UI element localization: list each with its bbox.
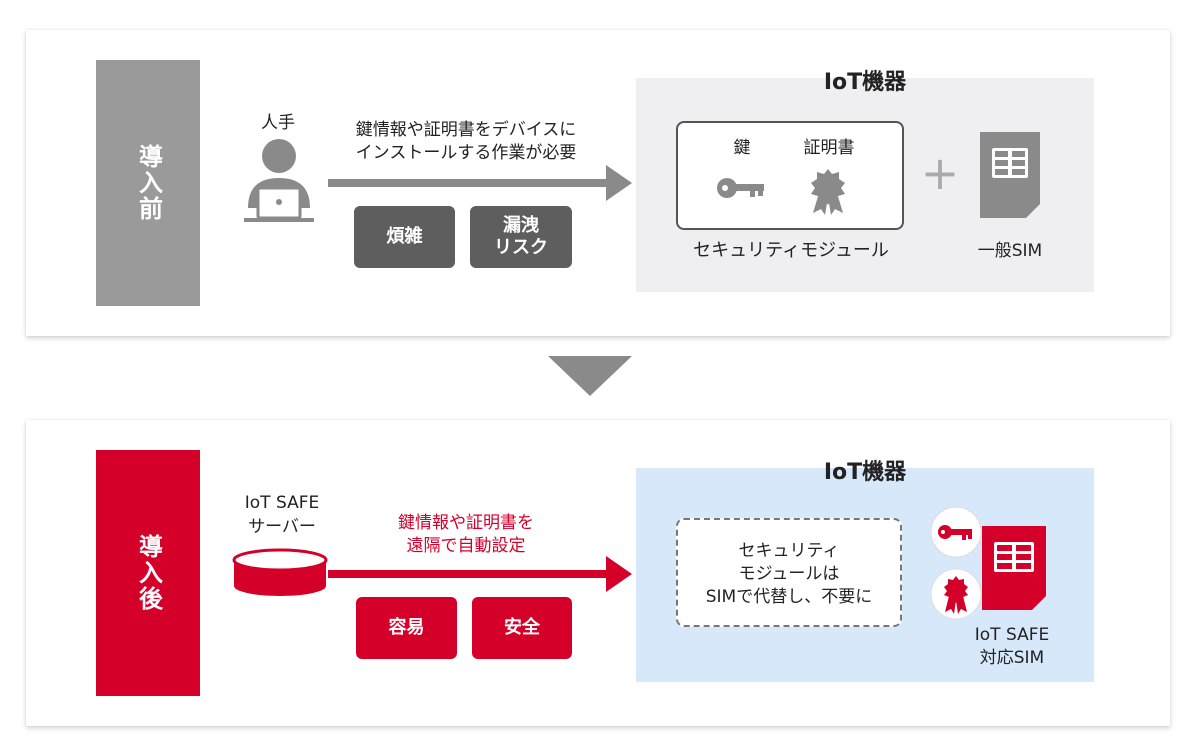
general-sim-label: 一般SIM — [977, 241, 1043, 261]
arrow-text-before-line1: 鍵情報や証明書をデバイスに — [355, 120, 577, 140]
person-with-laptop-icon — [244, 139, 314, 222]
arrow-after — [328, 556, 632, 592]
key-icon — [717, 178, 764, 198]
actor-label: 人手 — [261, 113, 295, 133]
tag-complicated: 煩雑 — [354, 206, 455, 268]
arrow-text-before-line2: インストールする作業が必要 — [355, 143, 577, 163]
iot-device-box-before: IoT機器 鍵 証明書 セキュリティモジュール + — [636, 70, 1094, 292]
iot-device-box-after: IoT機器 セキュリティ モジュールは SIMで代替し、不要に — [636, 460, 1094, 682]
phase-label-before: 導入前 — [96, 60, 200, 306]
down-arrow-icon — [548, 356, 632, 396]
server-database-icon — [232, 548, 328, 596]
arrow-text-after-line2: 遠隔で自動設定 — [406, 536, 526, 556]
device-title-after: IoT機器 — [823, 460, 907, 485]
sim-card-icon — [980, 132, 1040, 218]
security-module-label: セキュリティモジュール — [693, 240, 889, 261]
key-label: 鍵 — [733, 138, 751, 158]
after-panel: 導入後 IoT SAFE サーバー 鍵情報や証明書を 遠隔で自動設定 容易 安全… — [26, 420, 1170, 726]
server-label-line2: サーバー — [248, 517, 316, 537]
iot-safe-sim-label-line2: 対応SIM — [979, 648, 1045, 668]
plus-sign: + — [920, 146, 960, 200]
replaced-module-box: セキュリティ モジュールは SIMで代替し、不要に — [676, 518, 902, 627]
iot-safe-sim-card-icon — [982, 526, 1046, 610]
phase-label-after: 導入後 — [96, 450, 200, 696]
arrow-text-after-line1: 鍵情報や証明書を — [398, 513, 534, 533]
arrow-before — [328, 165, 632, 201]
tag-leak-risk: 漏洩 リスク — [470, 206, 572, 268]
tag-secure: 安全 — [472, 597, 572, 659]
server-label-line1: IoT SAFE — [244, 493, 320, 513]
security-module-box: 鍵 証明書 — [676, 121, 904, 230]
before-panel: 導入前 人手 鍵情報や証明書をデバイスに インストールする作業が必要 煩雑 漏洩… — [26, 30, 1170, 336]
iot-safe-sim-label-line1: IoT SAFE — [974, 625, 1050, 645]
key-icon — [930, 506, 982, 558]
module-text-line1: セキュリティ — [738, 541, 840, 561]
certificate-badge-icon — [930, 568, 982, 620]
certificate-badge-icon — [811, 169, 845, 215]
tag-easy: 容易 — [356, 597, 457, 659]
module-text-line2: モジュールは — [738, 564, 840, 584]
cert-label: 証明書 — [803, 138, 855, 158]
device-title-before: IoT機器 — [823, 70, 907, 95]
module-text-line3: SIMで代替し、不要に — [705, 587, 873, 607]
